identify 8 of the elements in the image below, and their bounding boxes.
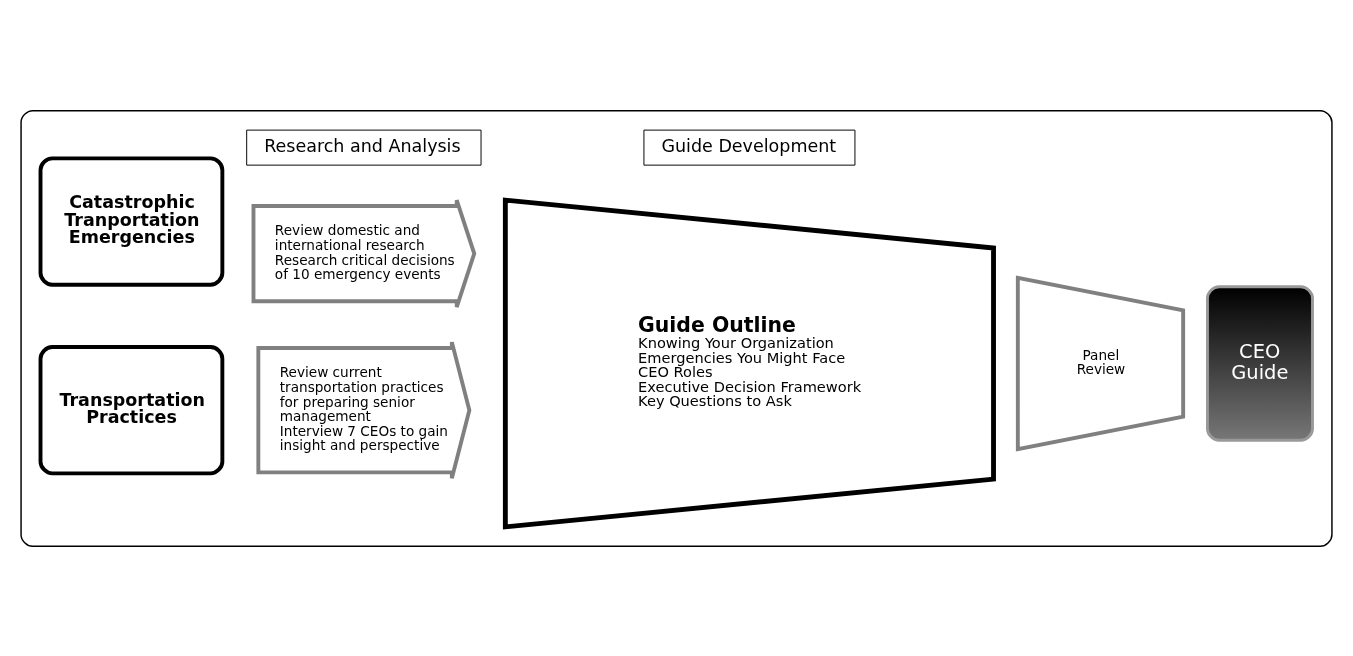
cluster (20, 109, 1333, 547)
node-box: CEO Guide (1206, 284, 1314, 442)
node-box: Transportation Practices (38, 344, 225, 475)
node-box: Panel Review (1015, 275, 1186, 451)
node-box: Catastrophic Tranportation Emergencies (38, 155, 225, 287)
node-box: Guide Development (643, 129, 856, 166)
node-box: Guide Outline Knowing Your Organization Emergencies You Might Face CEO Roles Executive Decision Framework Key Questions to Ask (502, 196, 996, 530)
node-box: Research and Analysis (246, 129, 482, 166)
